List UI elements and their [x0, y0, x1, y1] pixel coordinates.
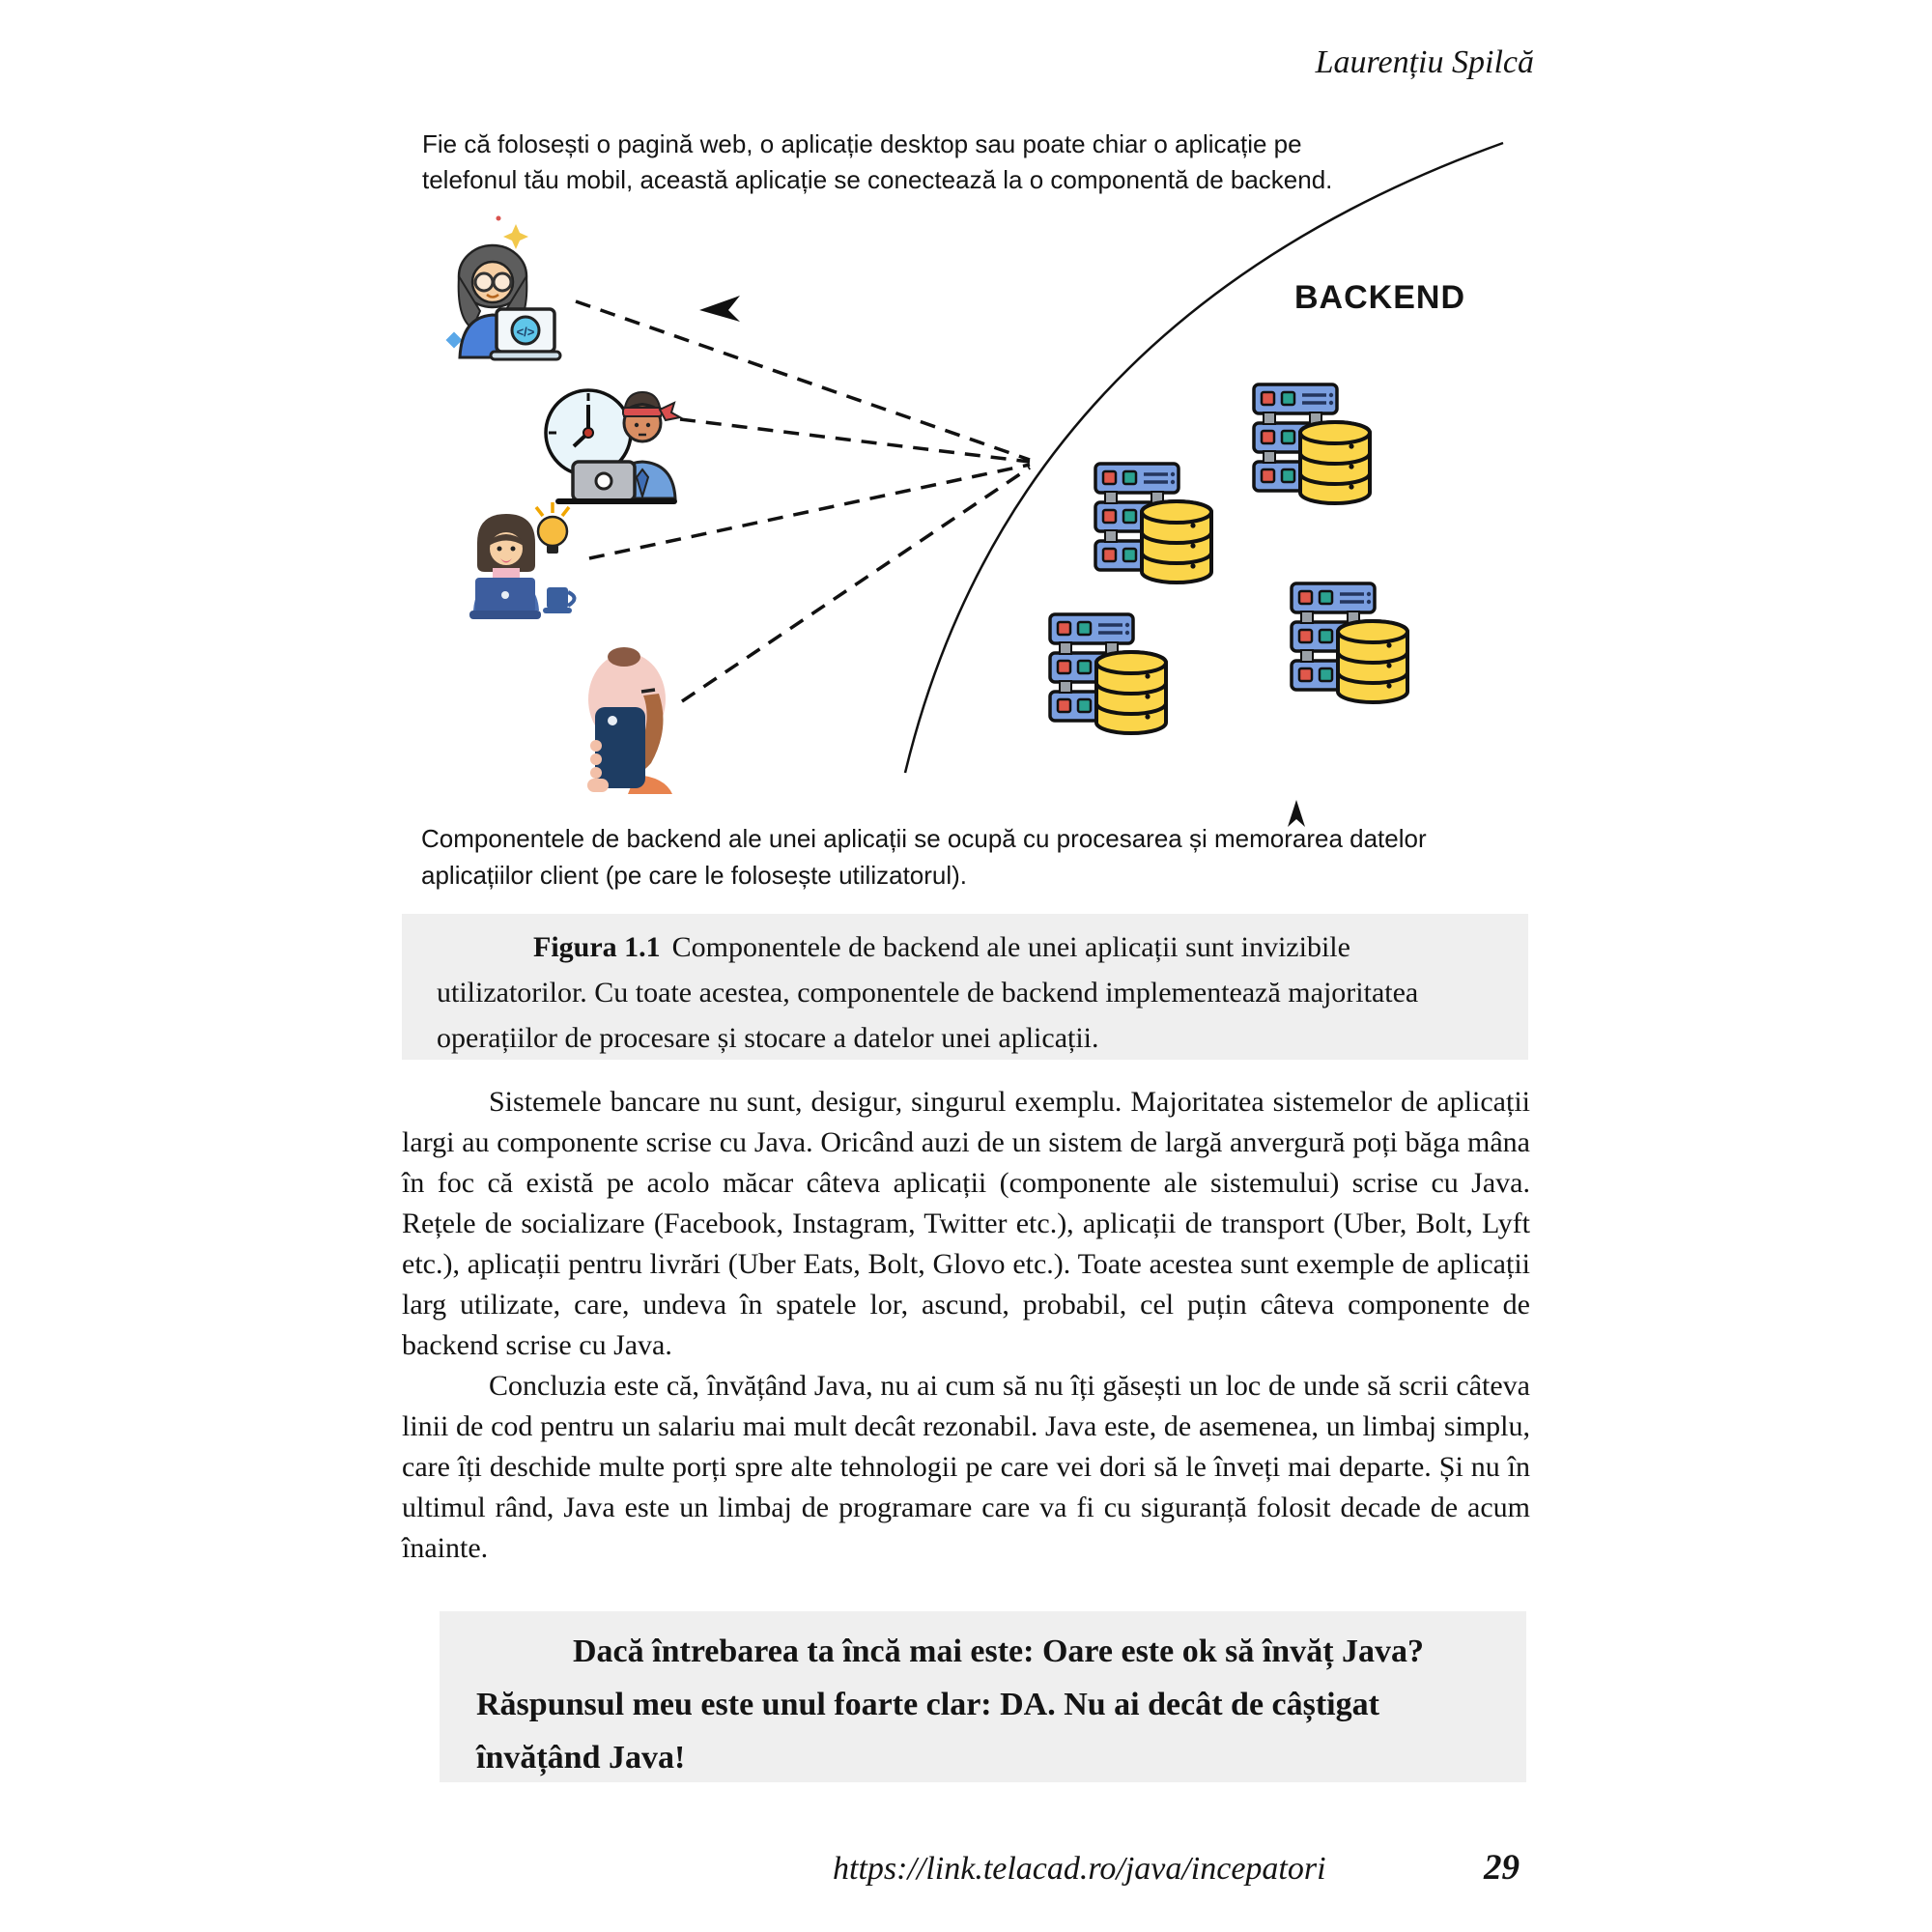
server-database-icon: [1048, 612, 1168, 735]
figura-label: Figura 1.1: [533, 931, 661, 963]
footer-url: https://link.telacad.ro/java/incepatori: [833, 1851, 1326, 1887]
figura-text: Componentele de backend ale unei aplicaț…: [437, 931, 1419, 1054]
body-text: Sistemele bancare nu sunt, desigur, sing…: [402, 1082, 1530, 1569]
mobile-user-phone-icon: [587, 647, 672, 794]
desktop-user-clock-icon: [544, 388, 683, 504]
figure-illustration: </>: [445, 141, 1504, 827]
up-arrow-icon: [1288, 800, 1305, 827]
header-author: Laurențiu Spilcă: [1315, 44, 1534, 80]
server-database-icon: [1252, 383, 1372, 505]
server-database-icon: [1094, 462, 1213, 584]
cursor-arrow-icon: [699, 296, 740, 322]
request-dashed-lines: [575, 299, 1031, 703]
backend-label: BACKEND: [1294, 279, 1465, 316]
footer-page-number: 29: [1484, 1848, 1520, 1888]
figure-caption: Componentele de backend ale unei aplicaț…: [421, 824, 1427, 890]
server-database-icon: [1290, 582, 1409, 704]
idea-user-laptop-icon: [469, 502, 577, 619]
paragraph-2: Concluzia este că, învățând Java, nu ai …: [402, 1370, 1530, 1564]
code-symbol: </>: [517, 325, 535, 339]
paragraph-1: Sistemele bancare nu sunt, desigur, sing…: [402, 1086, 1530, 1361]
web-user-developer-icon: </>: [445, 215, 562, 361]
question-box: Dacă întrebarea ta încă mai este: Oare e…: [440, 1611, 1526, 1782]
frontend-backend-boundary-curve: [903, 141, 1504, 774]
figure-intro-text: Fie că folosești o pagină web, o aplicaț…: [422, 129, 1333, 194]
